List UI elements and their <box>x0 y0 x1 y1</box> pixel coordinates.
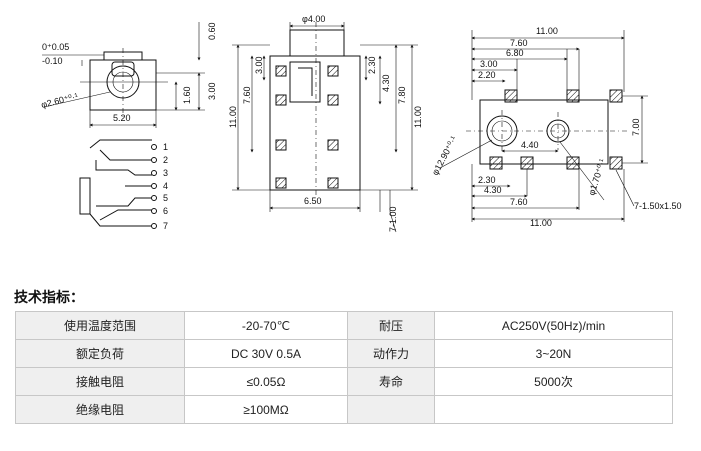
spec-label-lifetime: 寿命 <box>347 367 435 396</box>
spec-label-rated-load: 额定负荷 <box>15 339 185 368</box>
dim-front-right-a: 2.30 <box>367 56 377 74</box>
pin-7-label: 7 <box>163 221 168 231</box>
dim-pcb-top-d: 2.20 <box>478 70 496 80</box>
spec-label-contact-resistance: 接触电阻 <box>15 367 185 396</box>
pin-5-label: 5 <box>163 193 168 203</box>
dim-pcb-top-a: 7.60 <box>510 38 528 48</box>
specs-title: 技术指标： <box>14 289 84 305</box>
dim-pcb-pads: 7-1.50x1.50 <box>634 201 682 211</box>
dim-pcb-bot-overall: 11.00 <box>530 218 552 228</box>
dim-pcb-bot-c: 7.60 <box>510 197 528 207</box>
specs-table: 使用温度范围 -20-70℃ 耐压 AC250V(50Hz)/min 额定负荷 … <box>15 311 673 424</box>
pin-schematic: 1 2 3 4 5 6 7 <box>79 139 168 231</box>
dim-side-h2: 3.00 <box>207 82 217 100</box>
dim-tol-plus: 0⁺0.05 <box>42 42 69 52</box>
spec-value-empty <box>434 395 673 424</box>
pin-6-label: 6 <box>163 206 168 216</box>
dim-front-right-b: 4.30 <box>381 74 391 92</box>
dim-pcb-big-hole: φ12.90⁺⁰·¹ <box>430 135 459 177</box>
pin-1-label: 1 <box>163 142 168 152</box>
dim-pcb-mid: 4.40 <box>521 140 539 150</box>
table-row: 接触电阻 ≤0.05Ω 寿命 5000次 <box>15 367 673 396</box>
spec-value-rated-load: DC 30V 0.5A <box>184 339 348 368</box>
dim-front-left-b: 7.60 <box>242 86 252 104</box>
dim-tol-minus: -0.10 <box>42 56 63 66</box>
spec-value-contact-resistance: ≤0.05Ω <box>184 367 348 396</box>
dim-front-pin: 7-1.00 <box>388 206 398 232</box>
spec-value-insulation-resistance: ≥100MΩ <box>184 395 348 424</box>
dim-pcb-right-height: 7.00 <box>631 118 641 136</box>
dim-pcb-bot-b: 4.30 <box>484 185 502 195</box>
dim-front-top-diameter: φ4.00 <box>302 14 325 24</box>
spec-label-empty <box>347 395 435 424</box>
spec-label-voltage: 耐压 <box>347 311 435 340</box>
dim-pcb-top-b: 6.80 <box>506 48 524 58</box>
spec-label-temperature: 使用温度范围 <box>15 311 185 340</box>
pin-3-label: 3 <box>163 168 168 178</box>
spec-value-operating-force: 3~20N <box>434 339 673 368</box>
dim-pcb-top-c: 3.00 <box>480 59 498 69</box>
dim-top-height: 0.60 <box>207 22 217 40</box>
dim-side-h1: 1.60 <box>182 86 192 104</box>
table-row: 使用温度范围 -20-70℃ 耐压 AC250V(50Hz)/min <box>15 311 673 340</box>
front-view: φ4.00 3.00 7.60 11.00 2.30 4.30 7.80 11.… <box>228 14 423 233</box>
spec-value-voltage: AC250V(50Hz)/min <box>434 311 673 340</box>
dim-front-left-c: 11.00 <box>228 106 238 128</box>
dim-front-right-d: 11.00 <box>413 106 423 128</box>
dim-hole-diameter: φ2.60⁺⁰·¹ <box>40 91 79 110</box>
dim-pcb-bot-a: 2.30 <box>478 175 496 185</box>
dim-pcb-top-overall: 11.00 <box>536 26 558 36</box>
dim-front-left-a: 3.00 <box>254 56 264 74</box>
side-view: 0.60 3.00 1.60 0⁺0.05 -0.10 φ2.60⁺⁰·¹ 5.… <box>40 22 217 128</box>
dim-front-bottom: 6.50 <box>304 196 322 206</box>
dim-side-width: 5.20 <box>113 113 131 123</box>
dim-pcb-small-hole: φ1.70⁺⁰·¹ <box>586 158 607 197</box>
table-row: 额定负荷 DC 30V 0.5A 动作力 3~20N <box>15 339 673 368</box>
spec-label-insulation-resistance: 绝缘电阻 <box>15 395 185 424</box>
spec-value-temperature: -20-70℃ <box>184 311 348 340</box>
spec-label-operating-force: 动作力 <box>347 339 435 368</box>
dim-front-right-c: 7.80 <box>397 86 407 104</box>
table-row: 绝缘电阻 ≥100MΩ <box>15 395 673 424</box>
technical-drawing: 0.60 3.00 1.60 0⁺0.05 -0.10 φ2.60⁺⁰·¹ 5.… <box>40 14 682 233</box>
pcb-layout: 11.00 7.60 6.80 3.00 2.20 7.00 4.40 φ12.… <box>430 26 682 228</box>
pin-4-label: 4 <box>163 181 168 191</box>
spec-value-lifetime: 5000次 <box>434 367 673 396</box>
pin-2-label: 2 <box>163 155 168 165</box>
